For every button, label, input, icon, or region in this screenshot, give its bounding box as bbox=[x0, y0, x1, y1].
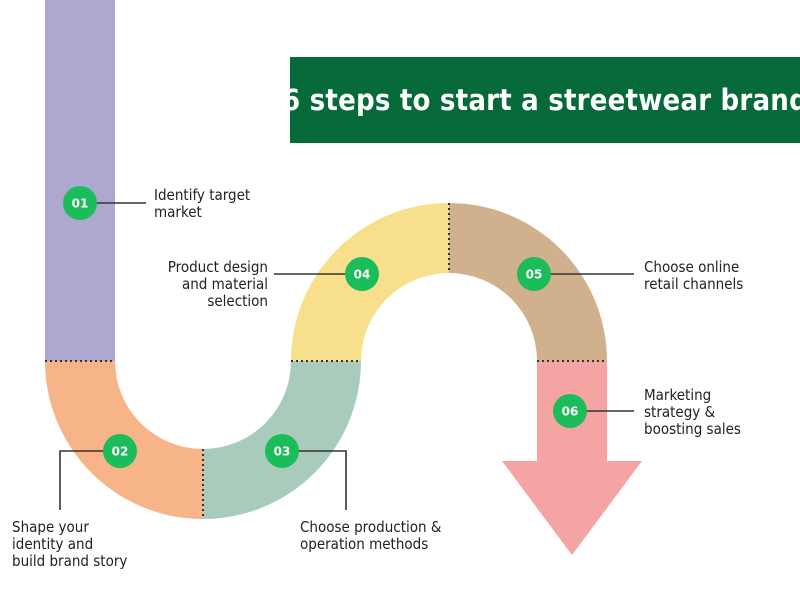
badge-number: 02 bbox=[112, 445, 129, 459]
badge-circle bbox=[103, 434, 137, 468]
step-01-segment bbox=[45, 0, 115, 361]
step-05-badge: 05 bbox=[517, 257, 551, 291]
step-05-label: Choose online retail channels bbox=[644, 258, 744, 293]
badge-number: 03 bbox=[274, 445, 291, 459]
leader-line-02 bbox=[59, 450, 105, 510]
step-04-label: Product design and material selection bbox=[167, 258, 268, 310]
step-06-label: Marketing strategy & boosting sales bbox=[644, 386, 741, 438]
step-04-badge: 04 bbox=[345, 257, 379, 291]
step-03-badge: 03 bbox=[265, 434, 299, 468]
badge-circle bbox=[553, 394, 587, 428]
badge-number: 01 bbox=[72, 197, 89, 211]
step-01-badge: 01 bbox=[63, 186, 97, 220]
badge-number: 06 bbox=[562, 405, 579, 419]
badge-number: 04 bbox=[354, 268, 371, 282]
badge-circle bbox=[345, 257, 379, 291]
badge-circle bbox=[517, 257, 551, 291]
step-02-badge: 02 bbox=[103, 434, 137, 468]
step-separators bbox=[45, 203, 607, 519]
step-01-label: Identify target market bbox=[154, 186, 251, 221]
badge-circle bbox=[265, 434, 299, 468]
step-06-arrow bbox=[502, 361, 642, 555]
step-02-label: Shape your identity and build brand stor… bbox=[12, 518, 128, 570]
badge-circle bbox=[63, 186, 97, 220]
step-03-label: Choose production & operation methods bbox=[300, 518, 442, 553]
leader-line-03 bbox=[282, 450, 347, 510]
step-06-badge: 06 bbox=[553, 394, 587, 428]
page-title: 6 steps to start a streetwear brand bbox=[282, 83, 800, 117]
title-banner: 6 steps to start a streetwear brand bbox=[282, 57, 800, 143]
badge-number: 05 bbox=[526, 268, 543, 282]
